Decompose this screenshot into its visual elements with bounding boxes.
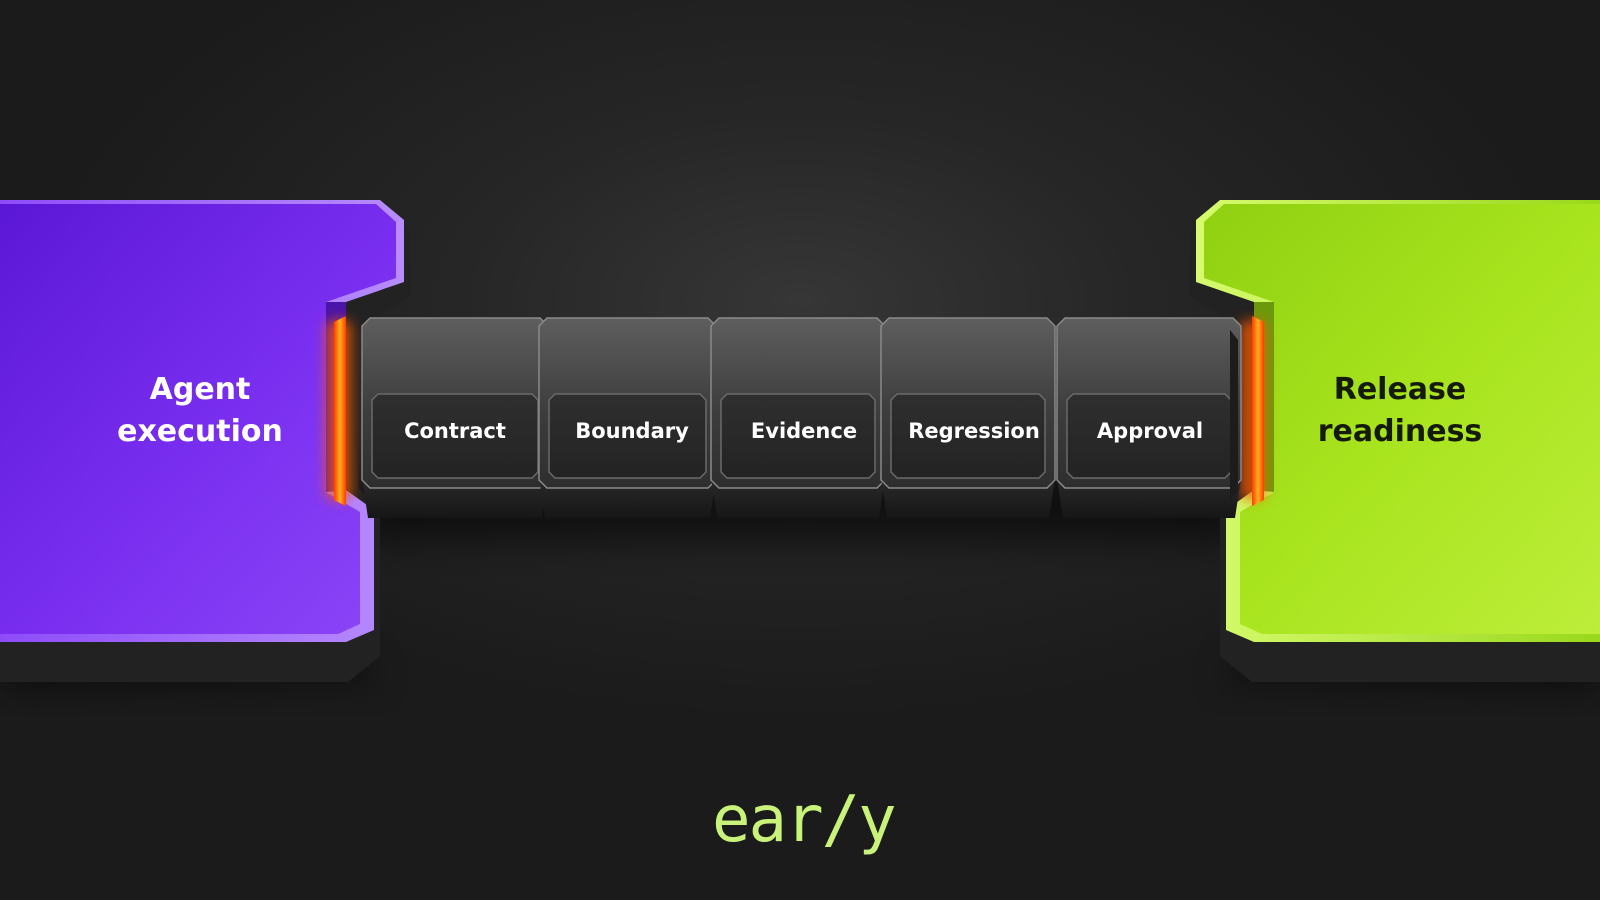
right-glow [1240,316,1266,506]
target-label: Release readiness [1270,369,1530,453]
step-key-regression [880,317,1056,518]
step-label-contract: Contract [404,419,506,443]
keys-end-cap [1230,330,1238,500]
source-label-line-1: Agent [149,372,251,407]
target-label-line-1: Release [1333,372,1467,407]
step-key-boundary [538,317,717,518]
step-label-evidence: Evidence [750,419,858,443]
step-key-approval-face [1066,393,1232,479]
step-key-contract [361,317,549,518]
step-keys [361,317,1242,518]
step-label-regression: Regression [908,419,1040,443]
target-label-line-2: readiness [1317,414,1483,449]
step-label-approval: Approval [1096,419,1204,443]
step-label-boundary: Boundary [575,419,689,443]
step-key-contract-face [371,393,539,479]
step-key-evidence-face [720,393,876,479]
step-key-evidence [710,317,886,518]
source-label-line-2: execution [117,414,283,449]
source-block-face [0,204,396,634]
target-block [1190,200,1600,682]
left-glow [326,316,352,506]
source-label: Agent execution [70,369,330,453]
step-key-regression-face [890,393,1046,479]
step-key-approval [1056,317,1242,518]
brand-logo: ear/y [712,783,897,857]
step-key-boundary-face [548,393,707,479]
target-block-face [1204,204,1600,634]
